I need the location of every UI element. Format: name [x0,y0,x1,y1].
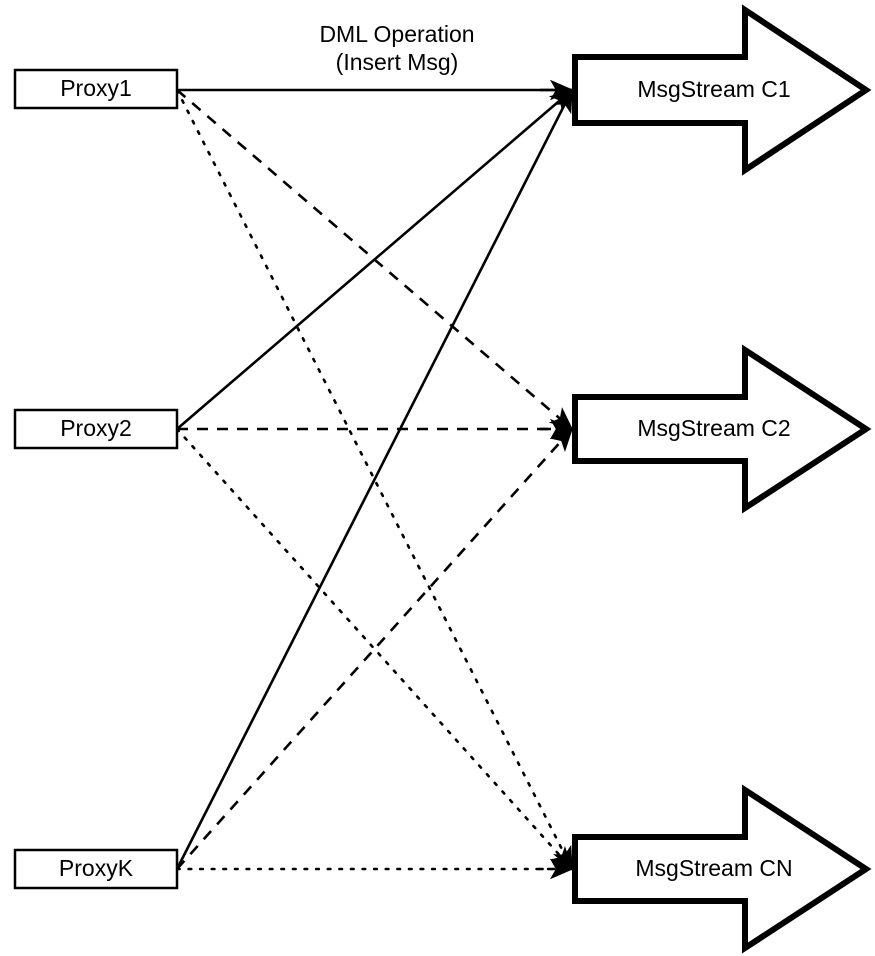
proxy1-label: Proxy1 [60,75,132,101]
edge-proxyk-to-c1[interactable] [175,88,574,870]
msgstream-c2-arrow-shape[interactable] [572,344,872,514]
proxy2-label: Proxy2 [60,415,132,441]
edge-group-proxyk [175,88,574,880]
proxy-node-proxy2[interactable]: Proxy2 [13,408,179,450]
msgstream-cn-arrow-shape[interactable] [572,784,872,954]
edge-label-line2: (Insert Msg) [336,49,459,75]
msgstream-c1-label: MsgStream C1 [637,76,790,102]
edge-arrowheads-overlay [538,79,574,880]
proxy-node-proxyk[interactable]: ProxyK [13,848,179,890]
proxyk-label: ProxyK [59,855,134,881]
proxy1-box[interactable] [13,68,179,110]
msgstream-c2-label: MsgStream C2 [637,415,790,441]
edge-group-proxy2 [175,88,574,871]
msgstream-node-c2[interactable]: MsgStream C2 [572,344,872,514]
edge-proxy2-to-c1[interactable] [176,88,574,430]
proxy2-box[interactable] [13,408,179,450]
msgstream-node-cn[interactable]: MsgStream CN [572,784,872,954]
edge-label-line1: DML Operation [319,21,474,47]
msgstream-node-c1[interactable]: MsgStream C1 [572,4,872,176]
proxyk-box[interactable] [13,848,179,890]
edge-label-dml-operation: DML Operation (Insert Msg) [319,21,474,75]
msgstream-cn-label: MsgStream CN [635,855,792,881]
proxy-node-proxy1[interactable]: Proxy1 [13,68,179,110]
msgstream-c1-arrow-shape[interactable] [572,4,872,176]
